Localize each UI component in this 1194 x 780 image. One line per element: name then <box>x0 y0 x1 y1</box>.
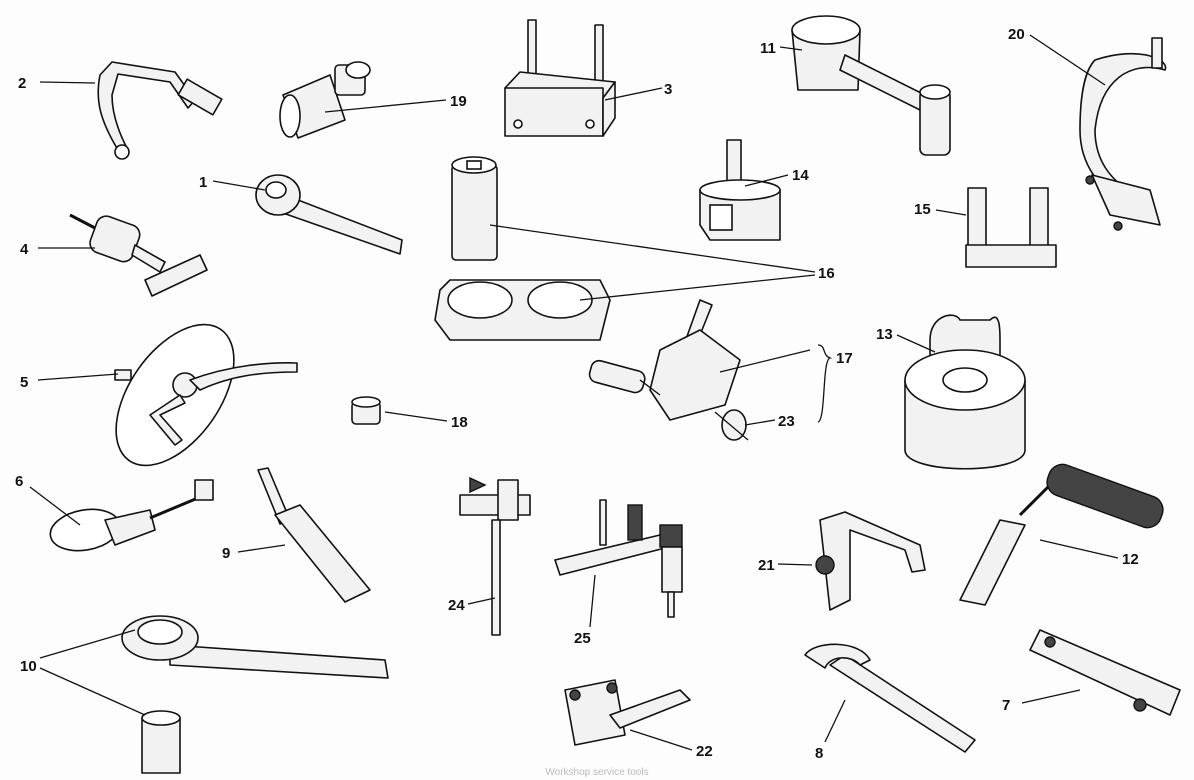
tool-16-socket-and-holder <box>434 156 611 341</box>
tool-2-hook-wrench <box>97 61 223 160</box>
tool-8-hook-wrench <box>804 643 976 753</box>
tool-13-handle-weight <box>904 314 1026 470</box>
callout-21: 21 <box>758 557 775 574</box>
callout-23: 23 <box>778 413 795 430</box>
callout-4: 4 <box>20 241 29 258</box>
callout-13: 13 <box>876 326 893 343</box>
diagram-title: Workshop service tools <box>545 767 649 778</box>
tool-14-puller <box>699 139 781 241</box>
tool-18-spacer <box>351 396 381 425</box>
callout-7: 7 <box>1002 697 1010 714</box>
callout-3: 3 <box>664 81 672 98</box>
tool-3-plate-with-studs <box>504 19 616 137</box>
tool-20-curved-bracket <box>1079 37 1167 231</box>
callout-18: 18 <box>451 414 468 431</box>
callout-14: 14 <box>792 167 809 184</box>
tool-22-puller <box>564 679 691 746</box>
tool-19-socket <box>279 61 371 139</box>
callout-17: 17 <box>836 350 853 367</box>
tool-5-degree-wheel <box>114 323 298 467</box>
callout-10: 10 <box>20 658 37 675</box>
callout-9: 9 <box>222 545 230 562</box>
tool-9-drift <box>257 467 371 603</box>
tool-7-locking-plate <box>1029 629 1181 716</box>
tool-4-t-handle-puller <box>69 213 208 297</box>
tool-15-fork-plate <box>965 187 1057 268</box>
callout-16: 16 <box>818 265 835 282</box>
callout-8: 8 <box>815 745 823 762</box>
callout-12: 12 <box>1122 551 1139 568</box>
leader-lines <box>29 34 1119 751</box>
callout-1: 1 <box>199 174 207 191</box>
callout-5: 5 <box>20 374 28 391</box>
callout-24: 24 <box>448 597 465 614</box>
callout-20: 20 <box>1008 26 1025 43</box>
tool-17-timing-gauge <box>588 299 741 421</box>
tool-10-ring-nut-wrench <box>121 615 389 774</box>
callout-22: 22 <box>696 743 713 760</box>
callout-6: 6 <box>15 473 23 490</box>
tool-24-pin-gauge <box>459 476 531 636</box>
tool-12-crank-handle <box>959 463 1164 606</box>
callout-19: 19 <box>450 93 467 110</box>
tool-11-socket-arm <box>791 15 951 156</box>
callout-11: 11 <box>760 40 776 57</box>
tool-25-dial-bracket <box>554 499 683 618</box>
callout-25: 25 <box>574 630 591 647</box>
tool-21-bracket <box>815 511 926 611</box>
tool-6-strap-wrench <box>49 479 214 552</box>
tool-23-dial-foot <box>714 409 749 441</box>
callout-2: 2 <box>18 75 26 92</box>
tool-1-pin-wrench <box>255 174 403 255</box>
callout-15: 15 <box>914 201 931 218</box>
